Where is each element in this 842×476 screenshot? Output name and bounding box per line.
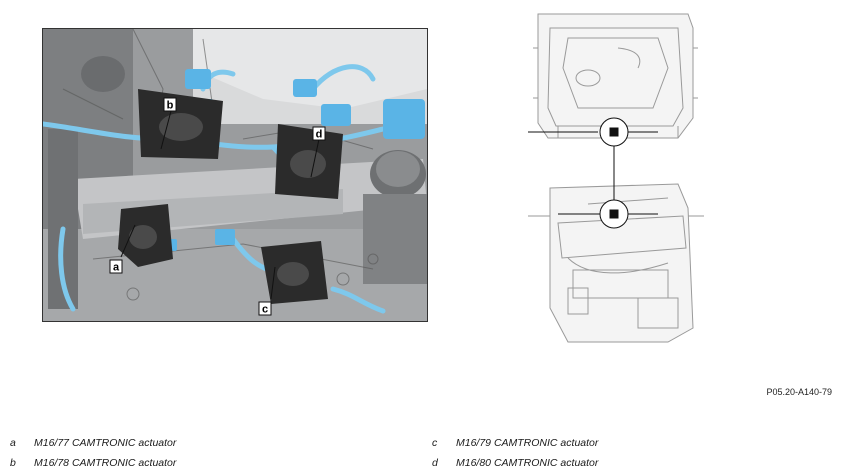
legend-text: M16/78 CAMTRONIC actuator [34,457,176,469]
callout-d: d [313,127,325,141]
svg-text:c: c [262,304,268,316]
svg-text:d: d [316,129,323,141]
legend-text: M16/79 CAMTRONIC actuator [456,437,598,449]
legend-text: M16/80 CAMTRONIC actuator [456,457,598,469]
svg-text:b: b [167,100,174,112]
callout-b: b [164,98,176,112]
legend-text: M16/77 CAMTRONIC actuator [34,437,176,449]
callout-a: a [110,260,122,274]
engine-locator-diagram [528,8,704,350]
engine-photo: b d a c [42,28,428,322]
legend-key: d [432,457,456,469]
figure-code: P05.20-A140-79 [766,387,832,397]
legend-key: b [10,457,34,469]
legend-key: c [432,437,456,449]
legend-key: a [10,437,34,449]
svg-text:a: a [113,262,120,274]
callout-c: c [259,302,271,316]
